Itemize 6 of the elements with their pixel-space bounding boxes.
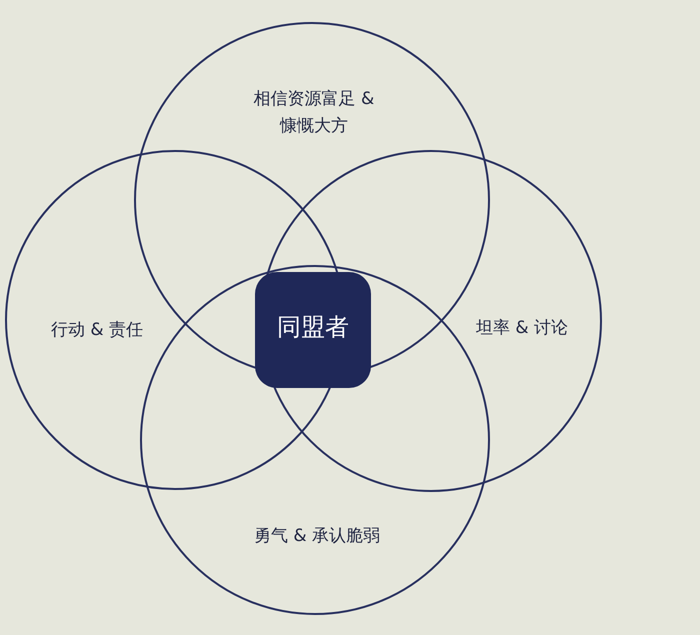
circle-label: 相信资源富足 & 慷慨大方 bbox=[252, 88, 376, 138]
circle-label: 行动 & 责任 bbox=[50, 319, 144, 342]
circle-label: 勇气 & 承认脆弱 bbox=[252, 525, 382, 548]
center-intersection bbox=[255, 272, 371, 388]
circle-label: 坦率 & 讨论 bbox=[474, 317, 570, 340]
center-label: 同盟者 bbox=[276, 314, 350, 341]
